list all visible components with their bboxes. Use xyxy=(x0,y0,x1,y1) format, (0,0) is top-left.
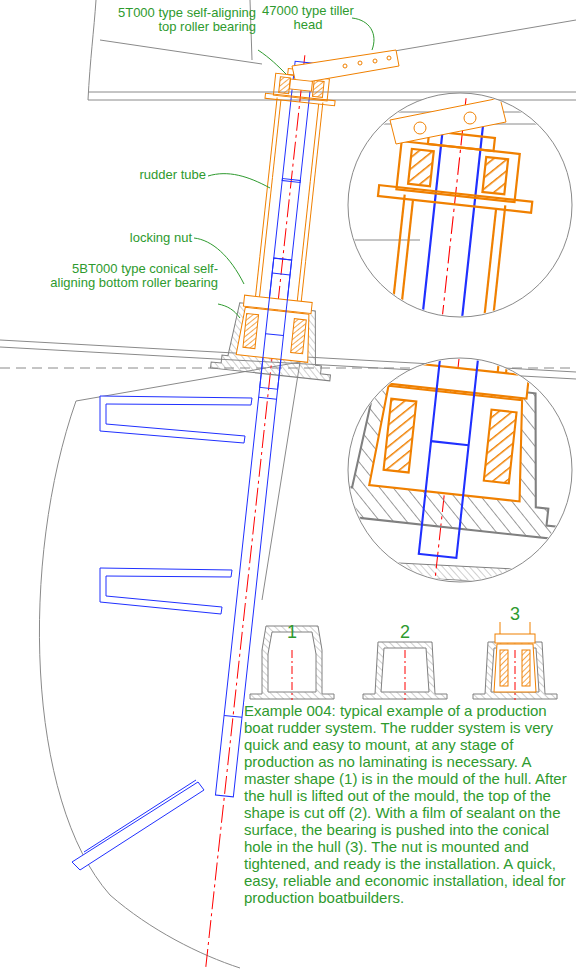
part-label: 47000 type tiller head xyxy=(262,4,354,32)
part-label: rudder tube xyxy=(118,168,206,182)
caption-note: Example 004: typical example of a produc… xyxy=(244,702,570,906)
part-label: 5T000 type self-aligning top roller bear… xyxy=(112,6,256,34)
callout-number: 2 xyxy=(395,622,415,642)
part-label: 5BT000 type conical self-aligning bottom… xyxy=(36,262,218,290)
part-label: locking nut xyxy=(104,231,192,245)
callout-number: 3 xyxy=(505,604,525,624)
callout-number: 1 xyxy=(282,622,302,642)
